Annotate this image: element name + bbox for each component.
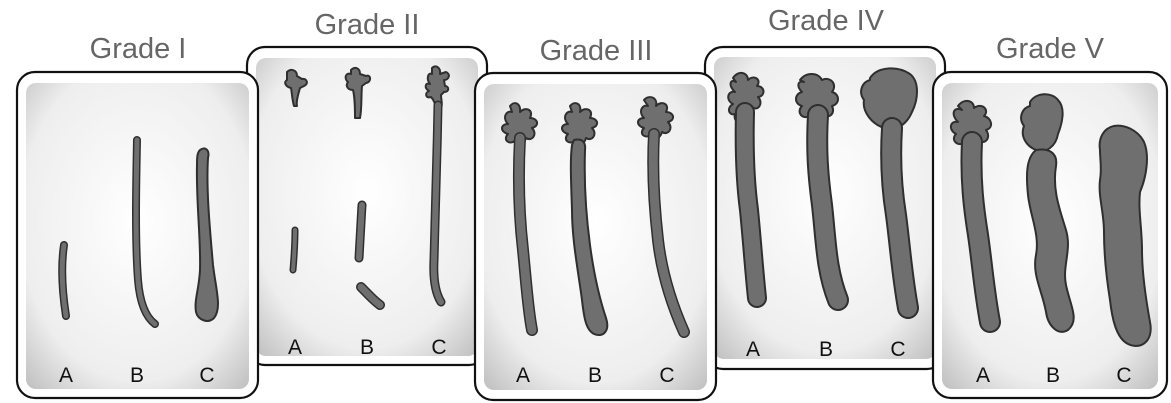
specimen-label: B (588, 364, 602, 387)
grade-title: Grade IV (768, 5, 885, 37)
specimen-label: C (890, 338, 905, 361)
specimen-label: B (1046, 364, 1060, 387)
grade-title: Grade III (540, 35, 653, 67)
panel-grade-1: Grade I A B C (17, 33, 258, 398)
specimen-label: A (516, 364, 530, 387)
specimen-label: B (819, 338, 833, 361)
ureter-specimen (62, 245, 66, 316)
specimen-label: B (360, 336, 374, 359)
specimen-label: A (746, 338, 760, 361)
specimen-label: C (659, 364, 674, 387)
specimen-label: A (976, 364, 990, 387)
specimen-label: B (130, 364, 144, 387)
specimen-label: A (288, 336, 302, 359)
specimen-label: C (431, 336, 446, 359)
panel-grade-4: Grade IV A B C (705, 5, 945, 369)
panel-grade-2: Grade II A B C (247, 9, 487, 365)
grade-title: Grade V (996, 33, 1105, 65)
grade-title: Grade I (90, 33, 187, 65)
specimen-label: C (1116, 364, 1131, 387)
specimen-label: A (59, 364, 73, 387)
panel-grade-5: Grade V A B C (933, 33, 1167, 398)
grade-title: Grade II (315, 9, 420, 41)
specimen-label: C (199, 364, 214, 387)
panel-grade-3: Grade III A B C (475, 35, 716, 400)
